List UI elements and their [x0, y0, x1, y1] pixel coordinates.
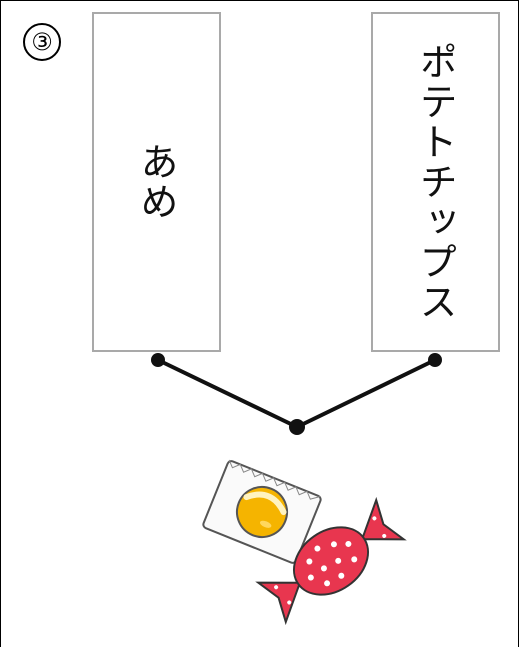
center-dot[interactable]: [289, 419, 305, 435]
connector-line-left: [156, 358, 299, 429]
connector-line-right: [295, 358, 437, 429]
choice-card-candy[interactable]: あめ: [92, 12, 221, 352]
choice-label-candy: あめ: [134, 142, 178, 222]
left-dot[interactable]: [151, 353, 165, 367]
right-dot[interactable]: [428, 353, 442, 367]
candy-icon: [202, 459, 407, 626]
question-number: ③: [23, 23, 61, 61]
choice-card-potato-chips[interactable]: ポテトチップス: [371, 12, 500, 352]
choice-label-potato-chips: ポテトチップス: [413, 42, 457, 322]
